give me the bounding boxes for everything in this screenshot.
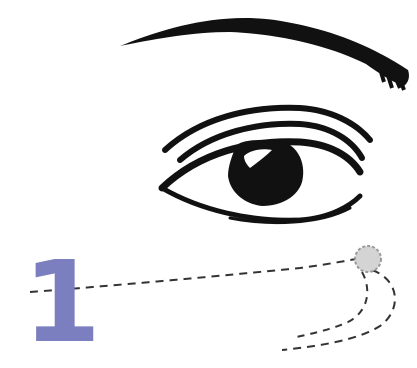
eyebrow-icon (120, 18, 409, 90)
iris-icon (228, 140, 303, 206)
step-number: 1 (22, 248, 102, 358)
acupressure-point-icon (355, 246, 381, 272)
